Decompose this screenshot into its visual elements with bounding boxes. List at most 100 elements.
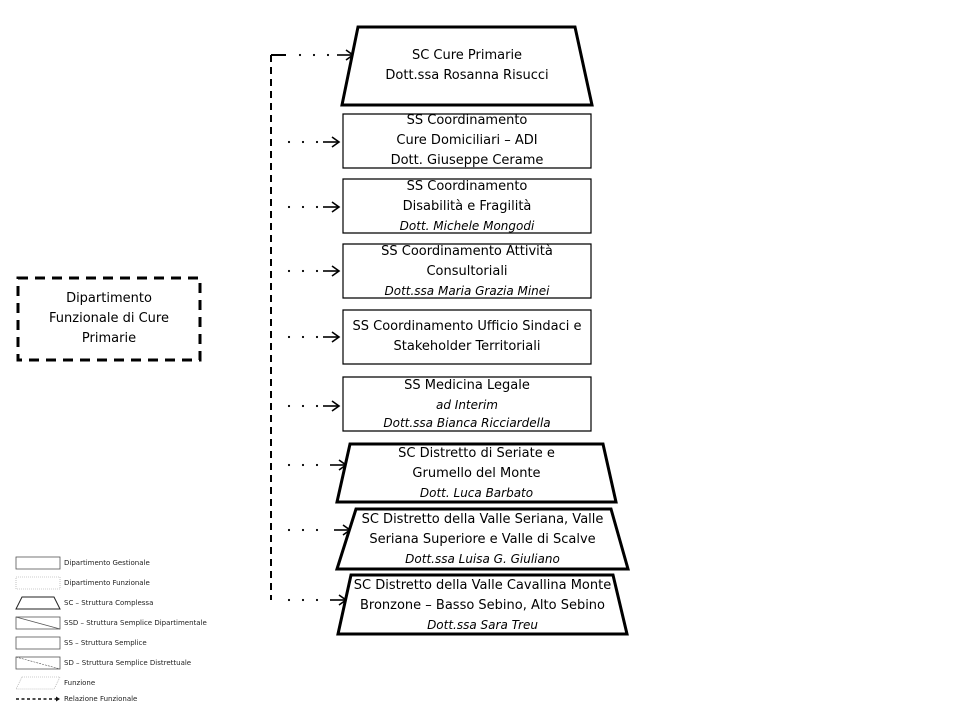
sc-node-shape: [340, 25, 594, 107]
connector-dot: [326, 53, 330, 57]
legend-label: SC – Struttura Complessa: [64, 599, 154, 607]
sc-node-shape: [334, 507, 630, 571]
node-title-line: SC Cure Primarie: [411, 48, 523, 63]
legend-label: SD – Struttura Semplice Distrettuale: [64, 659, 192, 667]
arrow-right-icon: [331, 136, 341, 148]
node-title-line: SS Coordinamento Ufficio Sindaci e: [352, 319, 582, 334]
legend-label: Dipartimento Funzionale: [64, 579, 150, 587]
legend-swatch-dashed-arrow: [16, 696, 60, 702]
connector-dot: [301, 140, 305, 144]
connector-dot: [298, 53, 302, 57]
functional-relation-connector: [287, 201, 341, 213]
sc-node: SC Distretto di Seriate e Grumello del Mo…: [337, 444, 616, 502]
connector-dot: [315, 140, 319, 144]
functional-relation-connector: [287, 331, 341, 343]
node-title-line: SC Distretto della Valle Cavallina Monte: [353, 577, 612, 593]
connector-dot: [315, 205, 319, 209]
node-title-line: Disabilità e Fragilità: [402, 199, 532, 214]
legend-swatch-rect-diagonal: [15, 616, 61, 630]
node-title-line: Stakeholder Territoriali: [393, 339, 541, 354]
node-title-line: Seriana Superiore e Valle di Scalve: [369, 532, 596, 547]
node-title-line: SS Coordinamento Attività: [381, 244, 553, 259]
department-label-line: Dipartimento: [66, 291, 152, 306]
node-title-line: SS Medicina Legale: [404, 378, 530, 393]
connector-dot: [287, 335, 291, 339]
node-manager-name: Dott.ssa Maria Grazia Minei: [384, 284, 550, 298]
connector-dot: [301, 528, 305, 532]
arrow-right-icon: [331, 265, 341, 277]
connector-dot: [315, 269, 319, 273]
node-title-line: Bronzone – Basso Sebino, Alto Sebino: [359, 597, 606, 613]
connector-dot: [315, 404, 319, 408]
connector-dot: [301, 404, 305, 408]
ss-node-shape: [342, 309, 592, 365]
legend-label: Funzione: [64, 679, 96, 687]
department-label-line: Primarie: [81, 331, 137, 346]
node-title-line: Dott. Giuseppe Cerame: [390, 153, 544, 168]
legend-swatch-trapezoid: [15, 596, 61, 610]
ss-node-shape: [342, 178, 592, 234]
connector-dot: [315, 463, 319, 467]
node-manager-name: Dott.ssa Bianca Ricciardella: [383, 416, 551, 430]
connector-dot: [287, 598, 291, 602]
legend-swatch-rect-dotted: [15, 576, 61, 590]
legend-swatch-rect-solid: [15, 556, 61, 570]
connector-dot: [287, 463, 291, 467]
connector-dot: [315, 528, 319, 532]
arrow-right-icon: [331, 331, 341, 343]
legend-label: SSD – Struttura Semplice Dipartimentale: [64, 619, 207, 627]
node-title-line: Consultoriali: [426, 264, 508, 279]
ss-node-shape: [342, 113, 592, 169]
legend-label: Dipartimento Gestionale: [64, 559, 150, 567]
node-title-line: Grumello del Monte: [412, 466, 541, 481]
department-box: [16, 276, 202, 362]
connector-dot: [315, 335, 319, 339]
legend-label: Relazione Funzionale: [64, 695, 138, 703]
sc-node: SC Distretto della Valle Cavallina Monte…: [338, 575, 627, 634]
node-title-line: ad Interim: [436, 398, 498, 412]
functional-relation-connector: [287, 265, 341, 277]
connector-dot: [301, 269, 305, 273]
node-title-line: Cure Domiciliari – ADI: [396, 133, 538, 148]
legend-swatch-rect-diagonal-dashed: [15, 656, 61, 670]
connector-dot: [301, 598, 305, 602]
connector-dot: [287, 404, 291, 408]
node-manager-name: Dott.ssa Luisa G. Giuliano: [405, 552, 560, 566]
connector-dot: [287, 205, 291, 209]
node-title-line: SS Coordinamento: [406, 179, 528, 194]
node-title-line: Dott.ssa Rosanna Risucci: [385, 68, 549, 83]
department-label: Dipartimento Funzionale di Cure Primarie: [18, 278, 200, 360]
ss-node: SS Coordinamento Ufficio Sindaci e Stakeh…: [343, 310, 591, 364]
functional-relation-connector: [287, 400, 341, 412]
functional-relation-connector: [287, 136, 341, 148]
arrow-right-icon: [331, 201, 341, 213]
connector-dot: [301, 463, 305, 467]
ss-node-shape: [342, 376, 592, 432]
connector-dot: [312, 53, 316, 57]
connector-dot: [301, 335, 305, 339]
legend-label: SS – Struttura Semplice: [64, 639, 147, 647]
node-manager-name: Dott. Luca Barbato: [419, 486, 534, 500]
connector-dot: [315, 598, 319, 602]
connector-dot: [287, 269, 291, 273]
department-label-line: Funzionale di Cure: [49, 311, 169, 326]
arrow-right-icon: [331, 400, 341, 412]
sc-node-shape: [336, 573, 629, 636]
connector-dot: [287, 140, 291, 144]
ss-node-shape: [342, 243, 592, 299]
node-title-line: SC Distretto della Valle Seriana, Valle: [361, 512, 604, 527]
node-manager-name: Dott.ssa Sara Treu: [427, 617, 538, 632]
connector-dot: [301, 205, 305, 209]
legend-swatch-parallelogram: [15, 676, 61, 690]
sc-node-shape: [335, 442, 618, 504]
legend-swatch-rect-solid-thin: [15, 636, 61, 650]
node-title-line: SC Distretto di Seriate e: [398, 446, 555, 461]
connector-dot: [287, 528, 291, 532]
